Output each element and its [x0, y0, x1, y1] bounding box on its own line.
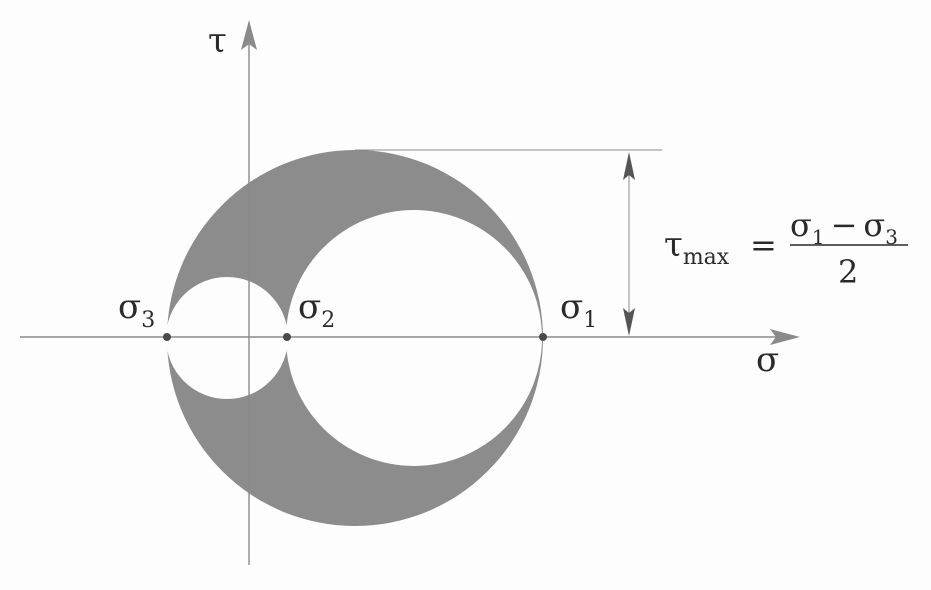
tau-max-dimension-arrow-top [623, 152, 635, 180]
formula-denominator: 2 [838, 253, 858, 291]
tau-max-dimension-arrow-bottom [623, 308, 635, 336]
tau-max-formula: τmax = σ1−σ3 2 [664, 206, 908, 291]
sigma-axis-arrowhead [770, 329, 800, 345]
sigma2-point [283, 333, 291, 341]
sigma3-point [163, 333, 171, 341]
sigma1-label: σ1 [560, 287, 597, 333]
shaded-stress-region [167, 150, 543, 526]
tau-axis-arrowhead [241, 20, 257, 50]
formula-numerator: σ1−σ3 [790, 206, 898, 249]
sigma3-label: σ3 [118, 287, 155, 333]
formula-lhs: τmax [664, 225, 730, 270]
formula-equals: = [750, 226, 777, 264]
tau-axis-label: τ [208, 21, 227, 61]
sigma2-label: σ2 [298, 287, 335, 333]
sigma1-point [539, 333, 547, 341]
sigma-axis-label: σ [756, 340, 779, 380]
